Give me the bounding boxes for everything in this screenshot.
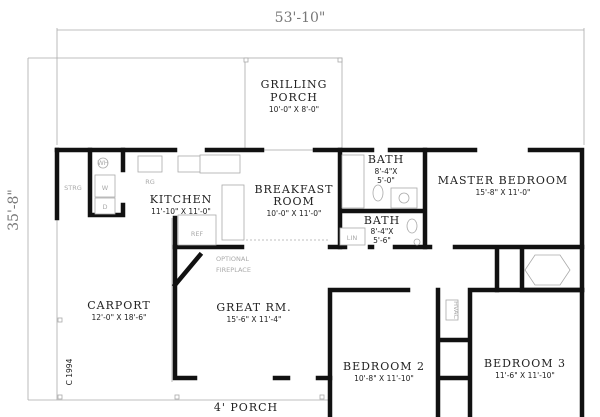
svg-text:5'-0": 5'-0" — [377, 176, 395, 185]
svg-text:8'-4"X: 8'-4"X — [371, 227, 394, 236]
room-bedroom-3: BEDROOM 3 11'-6" X 11'-10" — [484, 357, 566, 380]
room-breakfast: BREAKFAST ROOM 10'-0" X 11'-0" — [254, 183, 333, 218]
svg-text:10'-0" X 11'-0": 10'-0" X 11'-0" — [267, 209, 322, 218]
svg-text:PORCH: PORCH — [270, 91, 318, 104]
svg-text:CARPORT: CARPORT — [87, 299, 151, 312]
water-heater-label: WH — [97, 159, 108, 167]
copyright: C 1994 — [65, 358, 74, 385]
svg-text:BATH: BATH — [368, 153, 404, 166]
fixtures — [94, 154, 571, 321]
dimension-lines — [27, 28, 585, 401]
room-grilling-porch: GRILLING PORCH 10'-0" X 8'-0" — [261, 78, 328, 114]
linen-label: LIN — [347, 234, 358, 242]
svg-text:8'-4"X: 8'-4"X — [375, 167, 398, 176]
hvac-label: HVAC — [452, 301, 460, 319]
svg-text:KITCHEN: KITCHEN — [150, 193, 213, 206]
dryer-label: D — [102, 203, 107, 211]
svg-text:BEDROOM 2: BEDROOM 2 — [343, 360, 425, 373]
room-great-room: GREAT RM. 15'-6" X 11'-4" — [216, 301, 291, 324]
svg-text:MASTER BEDROOM: MASTER BEDROOM — [438, 174, 568, 187]
fireplace-label-1: OPTIONAL — [216, 255, 249, 263]
svg-text:12'-0" X 18'-6": 12'-0" X 18'-6" — [92, 313, 147, 322]
svg-text:BATH: BATH — [364, 214, 400, 227]
overall-depth: 35'-8" — [6, 189, 22, 231]
svg-text:ROOM: ROOM — [273, 195, 315, 208]
svg-text:BREAKFAST: BREAKFAST — [254, 183, 333, 196]
room-carport: CARPORT 12'-0" X 18'-6" — [87, 299, 151, 322]
walls — [54, 147, 585, 417]
range-label: RG — [145, 178, 155, 186]
svg-text:10'-8" X 11'-10": 10'-8" X 11'-10" — [354, 374, 414, 383]
svg-text:5'-6": 5'-6" — [373, 236, 391, 245]
room-front-porch: 4' PORCH — [214, 401, 278, 414]
room-bath-2: BATH 8'-4"X 5'-6" — [364, 214, 400, 245]
svg-text:10'-0" X 8'-0": 10'-0" X 8'-0" — [269, 105, 319, 114]
svg-text:15'-8" X 11'-0": 15'-8" X 11'-0" — [476, 188, 531, 197]
overall-width: 53'-10" — [275, 10, 326, 26]
svg-text:GREAT RM.: GREAT RM. — [216, 301, 291, 314]
fireplace-label-2: FIREPLACE — [216, 266, 251, 274]
room-bedroom-2: BEDROOM 2 10'-8" X 11'-10" — [343, 360, 425, 383]
room-bath-1: BATH 8'-4"X 5'-0" — [368, 153, 404, 185]
room-kitchen: KITCHEN 11'-10" X 11'-0" — [150, 193, 213, 216]
svg-text:15'-6" X 11'-4": 15'-6" X 11'-4" — [227, 315, 282, 324]
svg-text:GRILLING: GRILLING — [261, 78, 328, 91]
svg-text:11'-10" X 11'-0": 11'-10" X 11'-0" — [151, 207, 211, 216]
svg-text:BEDROOM 3: BEDROOM 3 — [484, 357, 566, 370]
outlines — [56, 57, 343, 400]
room-master-bedroom: MASTER BEDROOM 15'-8" X 11'-0" — [438, 174, 568, 197]
washer-label: W — [102, 184, 109, 192]
refrigerator-label: REF — [191, 230, 204, 238]
svg-text:11'-6" X 11'-10": 11'-6" X 11'-10" — [495, 371, 555, 380]
storage-label: STRG — [64, 184, 82, 192]
